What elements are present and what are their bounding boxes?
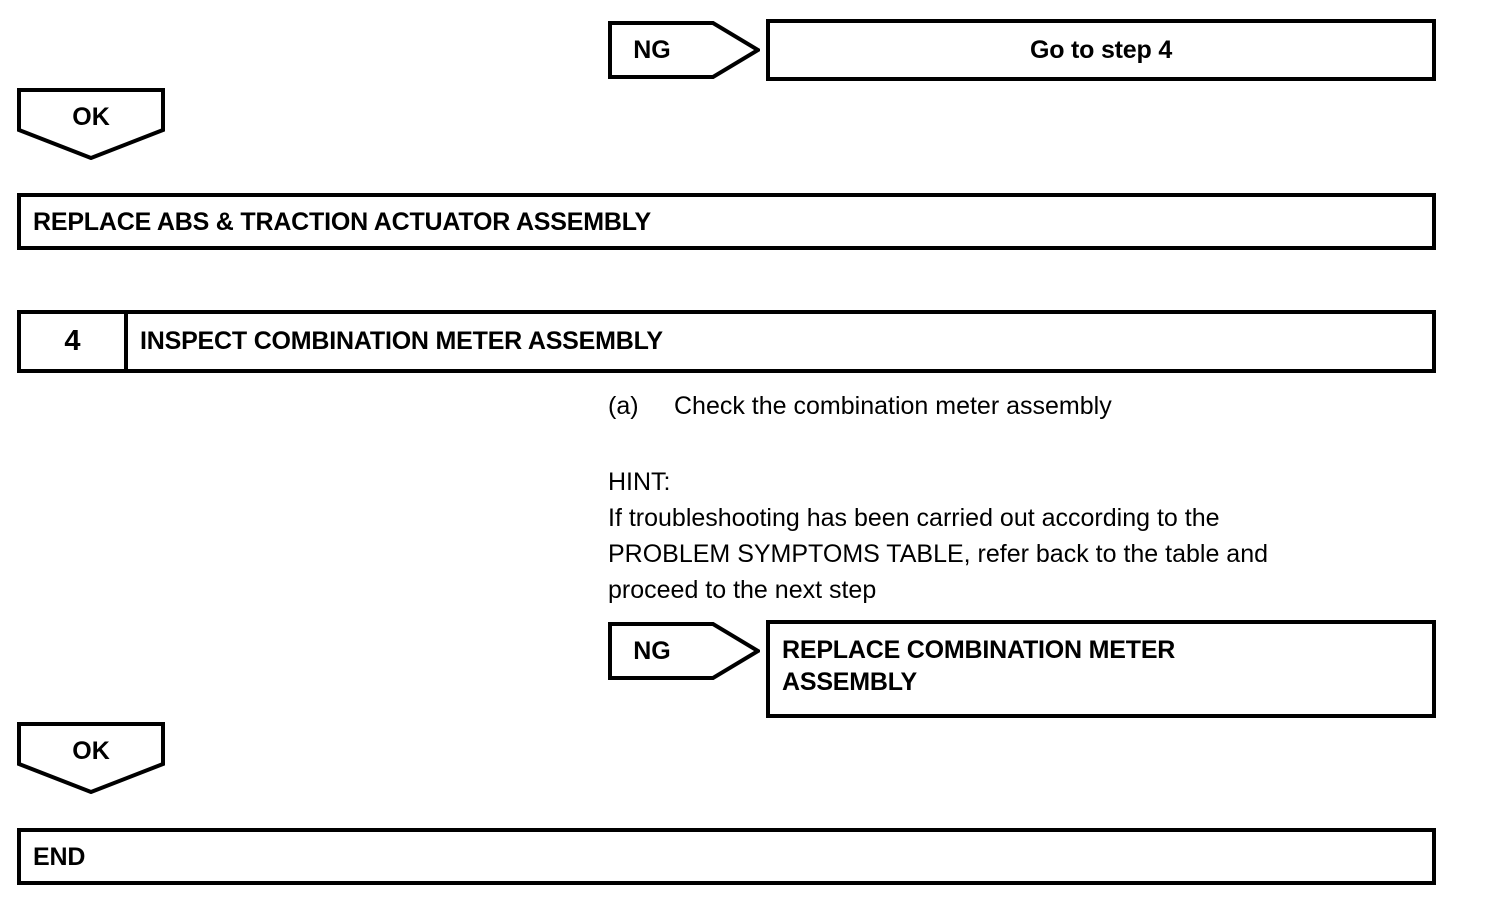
step-4-item-a: (a) Check the combination meter assembly — [608, 392, 1428, 421]
replace-abs-actuator-label: REPLACE ABS & TRACTION ACTUATOR ASSEMBLY — [33, 207, 651, 236]
replace-abs-actuator-box[interactable]: REPLACE ABS & TRACTION ACTUATOR ASSEMBLY — [17, 193, 1436, 250]
ng-arrow-bottom-shape — [608, 622, 760, 680]
ng-arrow-bottom: NG — [608, 622, 760, 680]
ng-arrow-bottom-label: NG — [633, 636, 671, 665]
replace-combination-meter-box[interactable]: REPLACE COMBINATION METER ASSEMBLY — [766, 620, 1436, 718]
step-4-item-a-marker: (a) — [608, 392, 639, 420]
ng-arrow-top-label: NG — [633, 35, 671, 64]
ok-marker-top-shape — [17, 88, 165, 160]
ok-marker-bottom-label: OK — [72, 736, 110, 765]
ng-arrow-top-shape — [608, 21, 760, 79]
ok-marker-top: OK — [17, 88, 165, 160]
ng-arrow-top: NG — [608, 21, 760, 79]
hint-heading: HINT: — [608, 468, 671, 496]
ok-marker-bottom: OK — [17, 722, 165, 794]
replace-combination-meter-label: REPLACE COMBINATION METER ASSEMBLY — [782, 636, 1176, 696]
go-to-step-4-label: Go to step 4 — [1029, 36, 1173, 64]
step-4-item-a-text: Check the combination meter assembly — [674, 392, 1112, 420]
ok-marker-bottom-shape — [17, 722, 165, 794]
end-label: END — [33, 842, 86, 871]
end-box[interactable]: END — [17, 828, 1436, 885]
step-4-title: INSPECT COMBINATION METER ASSEMBLY — [140, 327, 663, 355]
go-to-step-4-box[interactable]: Go to step 4 — [766, 19, 1436, 81]
ok-marker-top-label: OK — [72, 102, 110, 131]
hint-body: If troubleshooting has been carried out … — [608, 504, 1269, 604]
step-4-number: 4 — [21, 314, 128, 369]
step-4-header[interactable]: 4 INSPECT COMBINATION METER ASSEMBLY — [17, 310, 1436, 373]
